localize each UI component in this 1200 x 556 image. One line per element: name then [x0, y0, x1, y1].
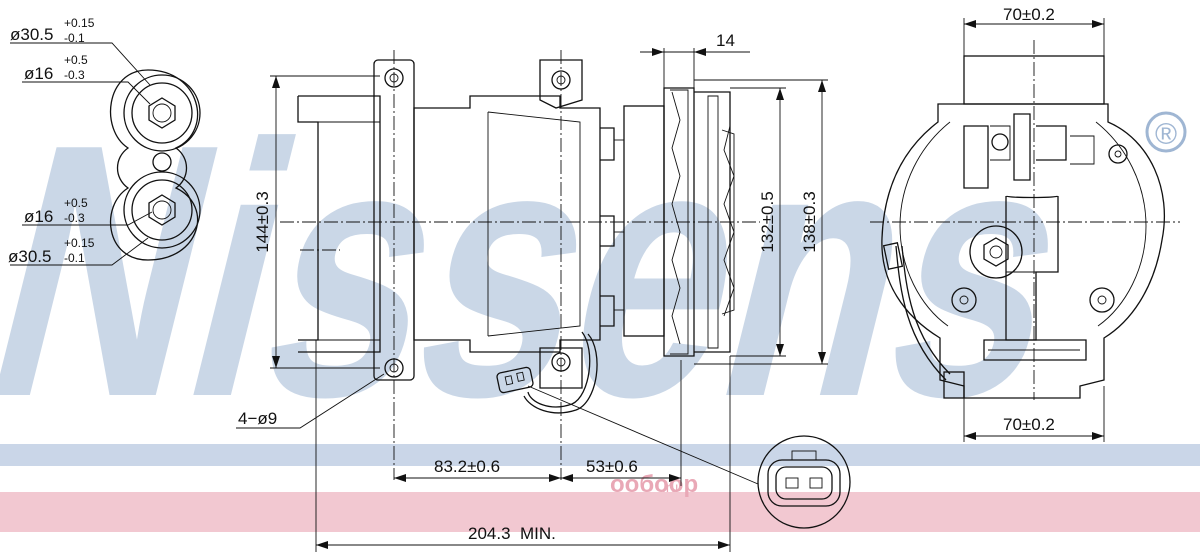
svg-text:14: 14 — [716, 31, 735, 50]
dim-mount-holes: 4−ø9 — [236, 373, 385, 429]
dim-overall-length: 204.3 MIN. — [315, 340, 731, 552]
svg-text:ø30.5: ø30.5 — [8, 247, 51, 266]
svg-text:204.3 MIN.: 204.3 MIN. — [468, 524, 556, 543]
dim-pulley-width: 14 — [640, 31, 750, 88]
svg-text:ø16: ø16 — [24, 207, 53, 226]
svg-text:83.2±0.6: 83.2±0.6 — [434, 457, 500, 476]
dim-height-body: 144±0.3 — [253, 75, 380, 369]
port-leaders — [10, 42, 153, 266]
dim-end-width-top: 70±0.2 — [963, 5, 1105, 56]
port-label-bottom-outer: ø30.5 +0.15 -0.1 — [8, 236, 95, 266]
svg-text:138±0.3: 138±0.3 — [800, 191, 819, 252]
svg-text:-0.1: -0.1 — [64, 31, 85, 45]
port-flange — [109, 69, 201, 261]
dim-end-width-bottom: 70±0.2 — [963, 386, 1105, 442]
pigtail-connector — [496, 366, 534, 394]
svg-text:-0.3: -0.3 — [64, 68, 85, 82]
dim-pulley-offset: 53±0.6 — [561, 360, 682, 486]
svg-text:-0.3: -0.3 — [64, 211, 85, 225]
svg-text:+0.15: +0.15 — [64, 236, 95, 250]
dim-hole-to-pulley: 83.2±0.6 — [394, 457, 561, 482]
compressor-side-view — [280, 50, 760, 480]
svg-text:132±0.5: 132±0.5 — [758, 191, 777, 252]
dim-pulley-outer-dia: 138±0.3 — [694, 79, 828, 365]
svg-text:-0.1: -0.1 — [64, 251, 85, 265]
shop-watermark: ooбоор .ru — [610, 471, 698, 498]
svg-text:+0.5: +0.5 — [64, 53, 88, 67]
port-label-top-inner: ø16 +0.5 -0.3 — [24, 53, 88, 83]
brand-watermark: Nissens — [0, 70, 1108, 472]
svg-text:+0.5: +0.5 — [64, 196, 88, 210]
svg-text:®: ® — [1155, 118, 1177, 151]
svg-text:.ru: .ru — [662, 479, 678, 495]
svg-text:+0.15: +0.15 — [64, 16, 95, 30]
svg-text:53±0.6: 53±0.6 — [586, 457, 638, 476]
svg-text:ooбоор: ooбоор — [610, 471, 698, 498]
port-label-bottom-inner: ø16 +0.5 -0.3 — [24, 196, 88, 226]
svg-text:70±0.2: 70±0.2 — [1003, 5, 1055, 24]
port-label-top-outer: ø30.5 +0.15 -0.1 — [10, 16, 95, 45]
blue-band — [0, 444, 1200, 466]
svg-text:4−ø9: 4−ø9 — [238, 409, 277, 428]
compressor-end-view — [870, 40, 1180, 400]
connector-detail — [527, 385, 851, 529]
pink-band — [0, 492, 1200, 532]
dim-pulley-inner-dia: 132±0.5 — [730, 87, 786, 357]
svg-text:70±0.2: 70±0.2 — [1003, 415, 1055, 434]
registered-mark: ® — [1145, 111, 1187, 153]
svg-text:ø30.5: ø30.5 — [10, 25, 53, 44]
svg-text:144±0.3: 144±0.3 — [253, 191, 272, 252]
svg-text:ø16: ø16 — [24, 64, 53, 83]
